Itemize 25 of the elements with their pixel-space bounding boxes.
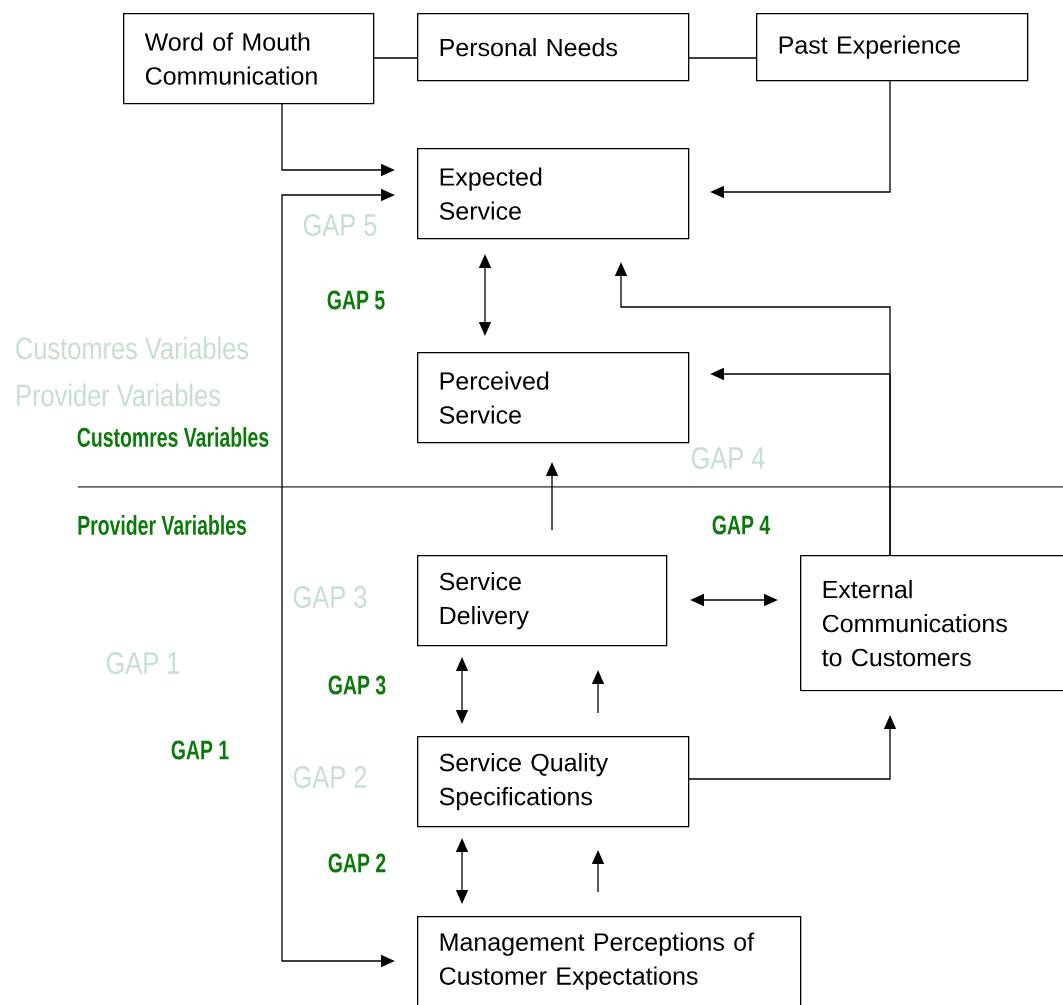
faded-label: GAP 2 [293,766,367,788]
gap-label: GAP 1 [171,740,229,760]
faded-label: Provider Variables [17,383,220,407]
process-box: Management Perceptions of Customer Expectations [417,916,802,1005]
faded-label: Customres Variables [16,336,249,360]
faded-label: GAP 5 [303,214,377,236]
process-box: Past Experience [756,13,1029,82]
gap-label: Provider Variables [78,515,247,535]
process-box: External Communications to Customers [800,555,1063,692]
gap-label: GAP 5 [327,290,385,310]
faded-label: GAP 1 [106,652,180,674]
process-box: Personal Needs [417,13,690,82]
gap-label: GAP 4 [712,515,771,535]
process-box: Service Quality Specifications [417,736,690,828]
process-box: Service Delivery [417,555,668,647]
connector-line [372,57,418,59]
faded-label: GAP 3 [293,586,367,608]
gap-label: GAP 2 [328,853,386,873]
process-box: Word of Mouth Communication [123,13,375,105]
process-box: Perceived Service [417,352,690,444]
connector-line [687,57,757,59]
gap-label: GAP 3 [328,675,386,695]
faded-label: GAP 4 [691,447,765,469]
gap-label: Customres Variables [77,427,269,447]
process-box: Expected Service [417,148,690,240]
